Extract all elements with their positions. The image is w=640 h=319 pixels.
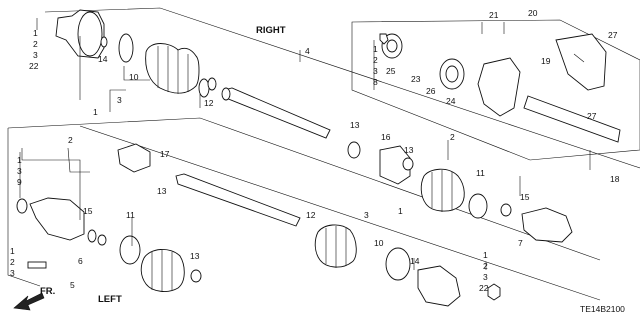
- label-m15: 15: [520, 192, 530, 202]
- label-l17: 17: [160, 149, 170, 159]
- front-arrow-icon: [13, 292, 45, 311]
- washer-parts: [16, 33, 501, 301]
- label-2: 2: [33, 39, 38, 49]
- diagram-code: TE14B2100: [580, 304, 625, 314]
- label-b10: 10: [374, 238, 384, 248]
- bearing-24: [439, 58, 465, 90]
- right-band-14: [118, 33, 134, 63]
- label-l2: 2: [68, 135, 73, 145]
- label-m7: 7: [518, 238, 523, 248]
- label-1b: 1: [93, 107, 98, 117]
- label-25: 25: [386, 66, 396, 76]
- label-l1: 1: [17, 155, 22, 165]
- left-boot: [140, 249, 185, 292]
- right-clip: [100, 36, 108, 48]
- label-3b: 3: [117, 95, 122, 105]
- label-l11: 11: [126, 210, 135, 220]
- label-b22: 22: [479, 283, 489, 293]
- label-27b: 27: [587, 111, 597, 121]
- label-16: 16: [381, 132, 391, 142]
- label-b1c: 1: [483, 250, 488, 260]
- label-21: 21: [489, 10, 499, 20]
- right-boot: [145, 43, 200, 94]
- label-19: 19: [541, 56, 551, 66]
- label-13b: 13: [404, 145, 414, 155]
- left-clip-13: [190, 269, 202, 283]
- label-14: 14: [98, 54, 108, 64]
- label-l2b: 2: [10, 257, 15, 267]
- left-inboard-joint: [29, 197, 85, 241]
- left-dynamic-damper-17: [117, 143, 151, 173]
- right-boot-2: [420, 168, 465, 212]
- right-outboard-joint: [55, 9, 105, 59]
- left-ring-16: [97, 234, 107, 246]
- label-3: 3: [33, 50, 38, 60]
- label-l9: 9: [17, 177, 22, 187]
- section-title-left: LEFT: [98, 294, 122, 305]
- label-23: 23: [411, 74, 421, 84]
- label-b3: 3: [364, 210, 369, 220]
- label-r3: 3: [373, 66, 378, 76]
- section-title-right: RIGHT: [256, 25, 286, 36]
- knuckle-body: [477, 57, 521, 117]
- knuckle-frame: [351, 19, 640, 161]
- label-26: 26: [426, 86, 436, 96]
- right-band-12: [198, 78, 210, 98]
- label-24: 24: [446, 96, 456, 106]
- left-shaft: [175, 173, 301, 227]
- label-l3: 3: [17, 166, 22, 176]
- label-20: 20: [528, 8, 538, 18]
- label-12: 12: [204, 98, 214, 108]
- right-clip-15: [500, 203, 512, 217]
- label-l6: 6: [78, 256, 83, 266]
- label-22: 22: [29, 61, 39, 71]
- left-band-11: [119, 235, 141, 265]
- label-b14: 14: [410, 256, 420, 266]
- label-r2: 2: [373, 55, 378, 65]
- label-27a: 27: [608, 30, 618, 40]
- leader-lines: [19, 18, 591, 270]
- label-b3c: 3: [483, 272, 488, 282]
- label-l1b: 1: [10, 246, 15, 256]
- label-13a: 13: [350, 120, 360, 130]
- left-outboard-joint: [417, 265, 461, 307]
- left-boot-2: [314, 224, 357, 268]
- label-4: 4: [305, 46, 310, 56]
- label-r8: 8: [373, 77, 378, 87]
- label-m2: 2: [450, 132, 455, 142]
- label-m11: 11: [476, 168, 485, 178]
- left-band-10: [385, 247, 411, 281]
- left-ring-15: [87, 229, 97, 243]
- right-band-11: [468, 193, 488, 219]
- right-outer-joint-2: [521, 207, 573, 243]
- label-l3b: 3: [10, 268, 15, 278]
- label-l5: 5: [70, 280, 75, 290]
- label-b1: 1: [398, 206, 403, 216]
- label-l15: 15: [83, 206, 93, 216]
- label-l13a: 13: [157, 186, 167, 196]
- front-arrow-label: FR.: [40, 286, 55, 297]
- left-section-frame: [7, 117, 601, 287]
- label-b2c: 2: [483, 261, 488, 271]
- label-b12: 12: [306, 210, 316, 220]
- right-shaft: [221, 87, 331, 139]
- intermediate-shaft-18: [523, 95, 621, 143]
- heat-shield-19: [555, 33, 607, 91]
- label-10: 10: [129, 72, 139, 82]
- label-18: 18: [610, 174, 620, 184]
- label-r1: 1: [373, 44, 378, 54]
- right-inboard-joint: [379, 145, 411, 185]
- label-1: 1: [33, 28, 38, 38]
- label-l13b: 13: [190, 251, 200, 261]
